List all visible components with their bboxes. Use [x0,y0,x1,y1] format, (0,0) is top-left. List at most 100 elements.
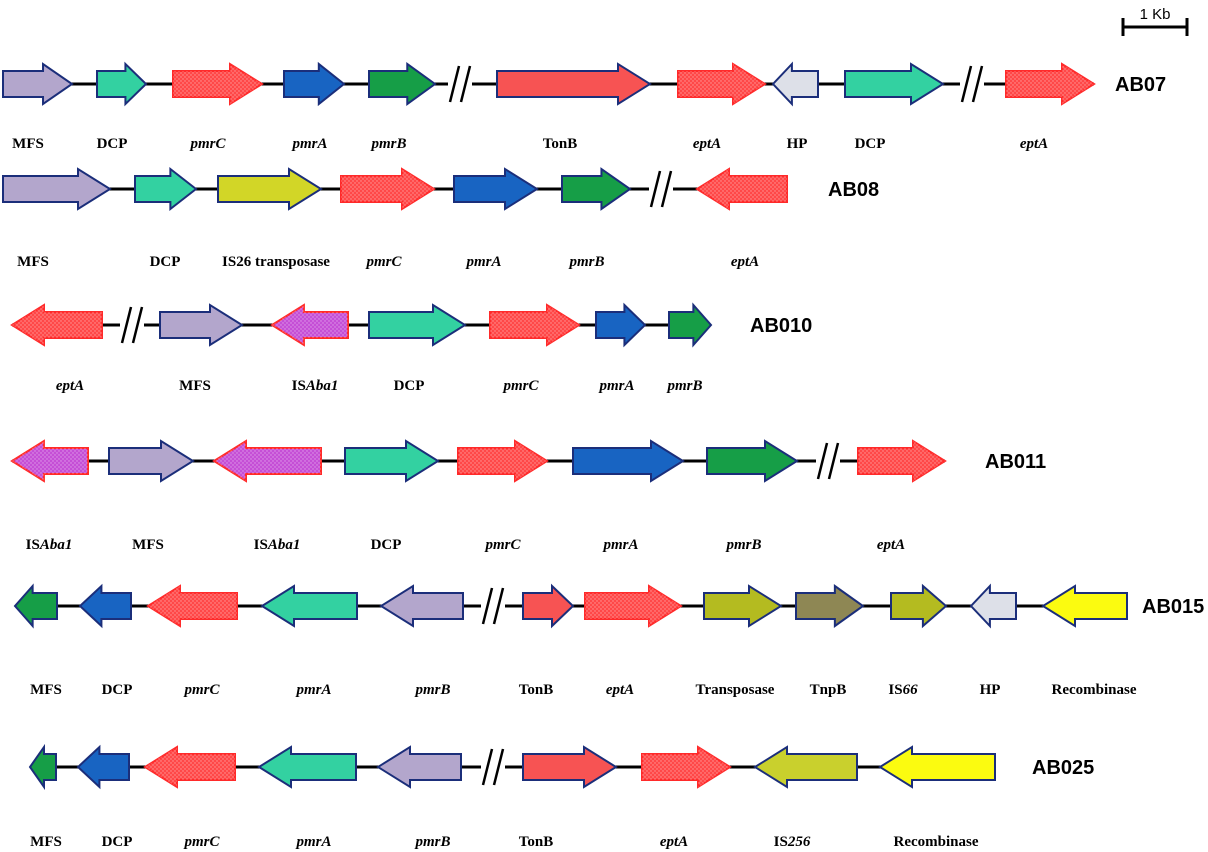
gene-label: DCP [102,682,133,698]
gene-arrow-tnpb [795,584,865,628]
gene-arrow-epta [641,745,732,789]
gene-label: pmrC [182,834,220,850]
sequence-break [816,442,840,480]
gene-arrow-pmrb [379,584,464,628]
gene-label: MFS [179,378,211,394]
gene-rows: MFS DCP pmrC pmrA pmrB TonB eptA HP DCP eptA AB07M… [2,61,1204,850]
gene-label: pmrB [724,537,761,553]
gene-arrow-epta [857,439,947,483]
gene-label: pmrA [290,136,327,152]
strain-name: AB015 [1142,596,1204,618]
gene-label: pmrC [188,136,226,152]
strain-name: AB025 [1032,757,1094,779]
gene-label: ISAba1 [292,378,339,394]
gene-arrow-dcp [78,583,132,629]
gene-label: ISAba1 [254,537,301,553]
gene-arrow-pmrb [706,439,799,483]
gene-label: pmrB [369,136,406,152]
gene-label: DCP [97,136,128,152]
gene-label: eptA [693,136,721,152]
gene-arrow-recombinase [878,745,996,789]
gene-arrow-transposase [703,584,783,628]
sequence-break [448,65,472,103]
gene-arrow-recombinase [1041,584,1128,628]
gene-arrow-dcp [134,166,198,212]
gene-label: Recombinase [894,834,979,850]
gene-label: DCP [371,537,402,553]
gene-arrow-epta [584,584,683,628]
gene-arrow-mfs [2,167,112,211]
gene-label: ISAba1 [26,537,73,553]
gene-arrow-epta [1005,62,1096,106]
gene-label: HP [980,682,1001,698]
gene-label: MFS [30,834,62,850]
gene-arrow-isaba1 [212,439,322,483]
gene-label: TonB [519,682,553,698]
gene-arrow-dcp [844,62,945,106]
gene-label: eptA [877,537,905,553]
gene-arrow-dcp [344,439,440,483]
sequence-break [649,170,673,208]
gene-arrow-pmrb [668,302,713,348]
gene-label: MFS [17,254,49,270]
gene-label: Recombinase [1052,682,1137,698]
gene-arrow-pmrc [172,62,264,106]
sequence-break [481,748,505,786]
gene-arrow-tonb [496,62,652,106]
gene-arrow-mfs [159,303,244,347]
gene-arrow-tonb [522,583,575,629]
gene-label: pmrA [294,834,331,850]
gene-label: pmrB [567,254,604,270]
gene-label: eptA [1020,136,1048,152]
gene-label: DCP [855,136,886,152]
gene-arrow-is26-transposase [217,167,323,211]
gene-arrow-is256 [753,745,858,789]
sequence-break [481,587,505,625]
strain-name: AB010 [750,315,812,337]
gene-label: DCP [102,834,133,850]
gene-arrow-mfs [13,583,58,629]
gene-arrow-isaba1 [270,303,349,347]
gene-arrow-isaba1 [10,439,89,483]
sequence-break [960,65,984,103]
gene-arrow-pmrc [146,584,238,628]
gene-label: MFS [12,136,44,152]
gene-arrow-pmra [283,61,346,107]
gene-arrow-mfs [28,743,57,791]
gene-label: pmrC [364,254,402,270]
gene-label: pmrA [294,682,331,698]
gene-label: Transposase [696,682,775,698]
gene-arrow-pmra [453,167,539,211]
gene-arrow-hp [969,583,1017,629]
gene-arrow-dcp [96,61,148,107]
gene-label: pmrB [413,682,450,698]
gene-label: pmrC [501,378,539,394]
strain-name: AB011 [985,451,1046,473]
gene-arrow-epta [695,167,788,211]
strain-name: AB07 [1115,74,1166,96]
gene-label: MFS [132,537,164,553]
gene-label: pmrC [483,537,521,553]
gene-arrow-pmrc [457,439,549,483]
gene-label: IS26 transposase [222,254,330,270]
gene-arrow-pmrc [340,167,436,211]
sequence-break [120,306,144,344]
gene-arrow-pmra [595,302,647,348]
gene-label: eptA [606,682,634,698]
gene-label: DCP [150,254,181,270]
gene-label: eptA [660,834,688,850]
gene-label: eptA [56,378,84,394]
gene-label: TnpB [810,682,847,698]
gene-label: TonB [519,834,553,850]
scale-bar-label: 1 Kb [1140,6,1171,23]
gene-arrow-pmrb [368,62,437,106]
gene-arrow-epta [10,303,103,347]
gene-label: DCP [394,378,425,394]
